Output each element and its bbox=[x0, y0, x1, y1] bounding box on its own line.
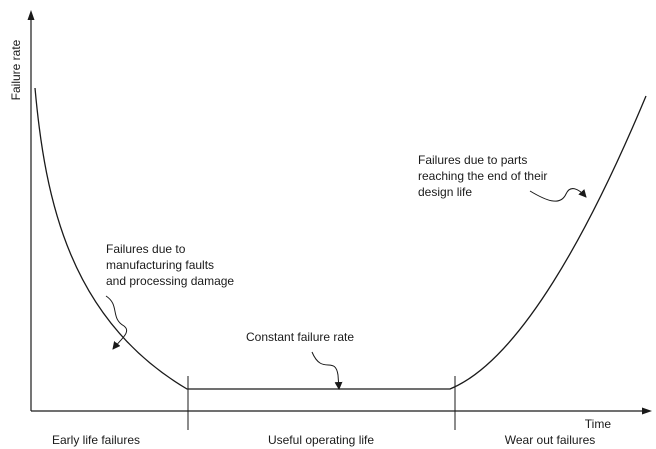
y-axis-label: Failure rate bbox=[9, 39, 23, 100]
x-axis-label: Time bbox=[585, 417, 612, 431]
phase-label-early-life: Early life failures bbox=[52, 433, 140, 447]
annotation-wearout-line-1: Failures due to parts bbox=[418, 153, 527, 167]
annotation-early-pointer-icon bbox=[105, 295, 128, 350]
annotation-constant-rate: Constant failure rate bbox=[246, 330, 354, 390]
annotation-constant-pointer-icon bbox=[311, 351, 343, 390]
annotation-early-line-1: Failures due to bbox=[106, 242, 186, 256]
annotation-early-line-2: manufacturing faults bbox=[106, 258, 214, 272]
phase-label-useful-life: Useful operating life bbox=[268, 433, 374, 447]
annotation-early-failures: Failures due to manufacturing faults and… bbox=[105, 242, 234, 350]
annotation-constant-line-1: Constant failure rate bbox=[246, 330, 354, 344]
annotation-wearout-line-2: reaching the end of their bbox=[418, 169, 547, 183]
annotation-wearout-pointer-icon bbox=[529, 188, 587, 202]
y-axis-arrow-icon bbox=[27, 10, 35, 20]
failure-rate-curve bbox=[34, 87, 647, 390]
annotation-early-line-3: and processing damage bbox=[106, 274, 234, 288]
phase-label-wear-out: Wear out failures bbox=[505, 433, 596, 447]
x-axis-arrow-icon bbox=[642, 407, 652, 415]
annotation-wear-out: Failures due to parts reaching the end o… bbox=[418, 153, 587, 202]
annotation-wearout-line-3: design life bbox=[418, 185, 472, 199]
